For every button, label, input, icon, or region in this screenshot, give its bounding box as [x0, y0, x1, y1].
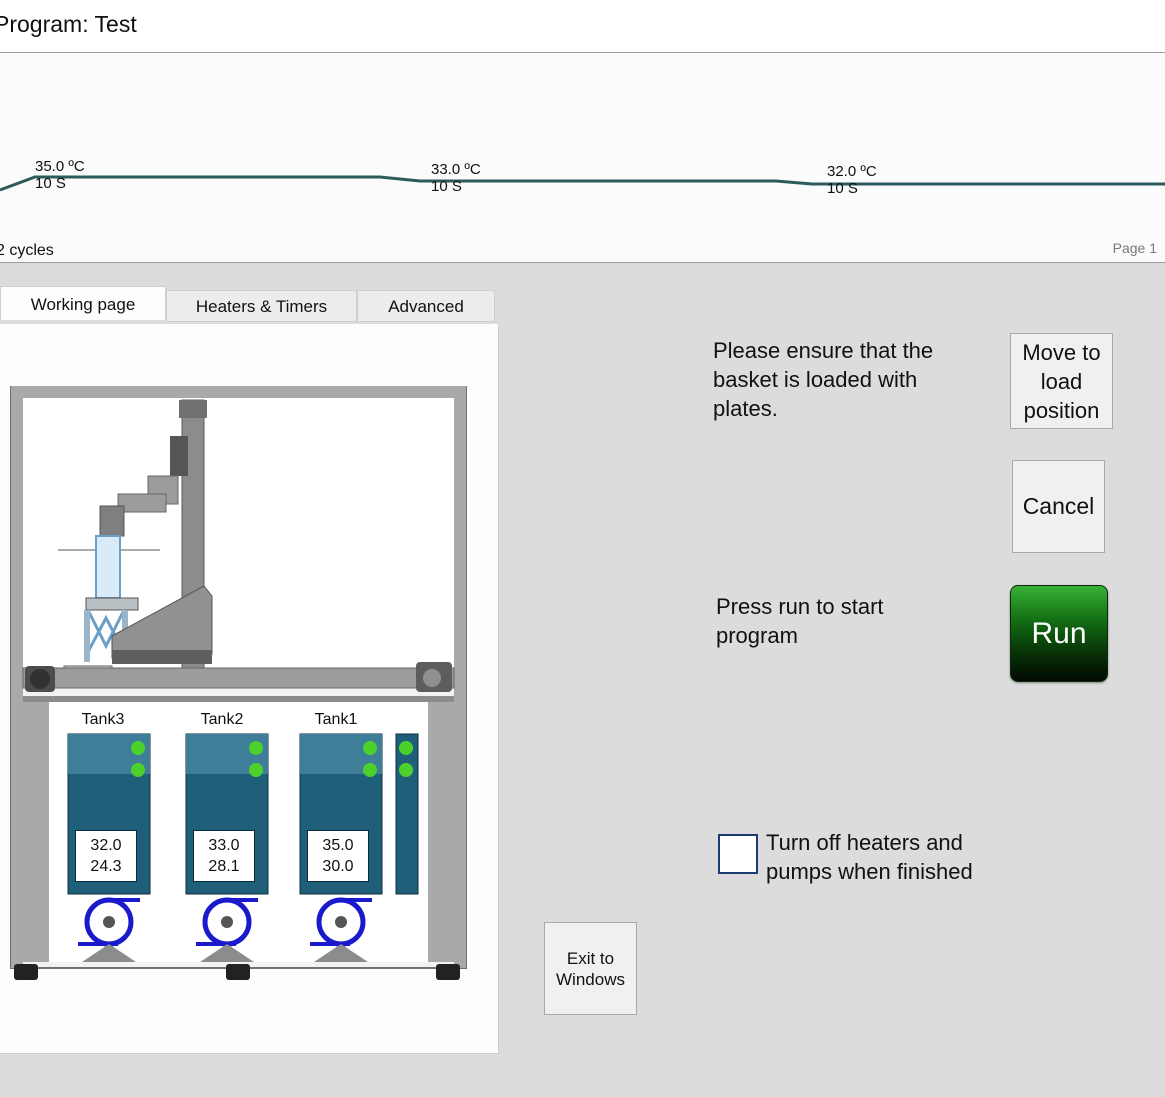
move-to-load-button[interactable]: Move to load position: [1010, 333, 1113, 429]
step-2-temp: 33.0 ºC: [431, 161, 481, 178]
tab-working-page[interactable]: Working page: [0, 286, 166, 320]
tank2-readout: 33.0 28.1: [193, 830, 255, 882]
working-page-panel: Tank3 Tank2 Tank1 32.0 24.3 33.0 28.1 35…: [0, 324, 499, 1054]
turn-off-label: Turn off heaters and pumps when finished: [766, 830, 973, 884]
turn-off-checkbox[interactable]: [718, 834, 758, 874]
step-1-time: 10 S: [35, 175, 66, 192]
tank1-readout: 35.0 30.0: [307, 830, 369, 882]
tank2-setpoint: 33.0: [208, 837, 240, 854]
tank3-setpoint: 32.0: [90, 837, 122, 854]
cycles-label: 2 cycles: [0, 242, 54, 259]
pump-3: [78, 897, 140, 962]
tab-advanced[interactable]: Advanced: [357, 290, 495, 322]
tank1-setpoint: 35.0: [322, 837, 354, 854]
run-button[interactable]: Run: [1010, 585, 1108, 682]
tank-partial-graphic: [395, 733, 419, 895]
profile-polyline: [0, 175, 1165, 192]
ensure-basket-message: Please ensure that the basket is loaded …: [713, 338, 934, 421]
tab-heaters-timers[interactable]: Heaters & Timers: [166, 290, 357, 322]
program-graph: 35.0 ºC 10 S 33.0 ºC 10 S 32.0 ºC 10 S 2…: [0, 53, 1165, 263]
tank2-label: Tank2: [200, 711, 244, 728]
machine-diagram: [8, 385, 470, 991]
press-run-message: Press run to start program: [716, 594, 884, 648]
step-3-time: 10 S: [827, 180, 858, 197]
tank3-readout: 32.0 24.3: [75, 830, 137, 882]
step-2-time: 10 S: [431, 178, 462, 195]
pump-2: [196, 897, 258, 962]
tank1-actual: 30.0: [322, 858, 354, 875]
exit-to-windows-button[interactable]: Exit to Windows: [544, 922, 637, 1015]
temperature-profile-line: [0, 175, 1165, 192]
step-1-label: 35.0 ºC 10 S: [35, 158, 85, 192]
step-3-label: 32.0 ºC 10 S: [827, 163, 877, 197]
pump-1: [310, 897, 372, 962]
step-1-temp: 35.0 ºC: [35, 158, 85, 175]
tank2-actual: 28.1: [208, 858, 240, 875]
program-title: Program: Test: [0, 11, 137, 37]
tank3-label: Tank3: [81, 711, 125, 728]
cancel-button[interactable]: Cancel: [1012, 460, 1105, 553]
program-header: Program: Test: [0, 0, 1165, 53]
page-indicator: Page 1: [1112, 240, 1157, 256]
step-3-temp: 32.0 ºC: [827, 163, 877, 180]
step-2-label: 33.0 ºC 10 S: [431, 161, 481, 195]
tank3-actual: 24.3: [90, 858, 122, 875]
tank1-label: Tank1: [314, 711, 358, 728]
machine-graphic: [10, 385, 467, 980]
